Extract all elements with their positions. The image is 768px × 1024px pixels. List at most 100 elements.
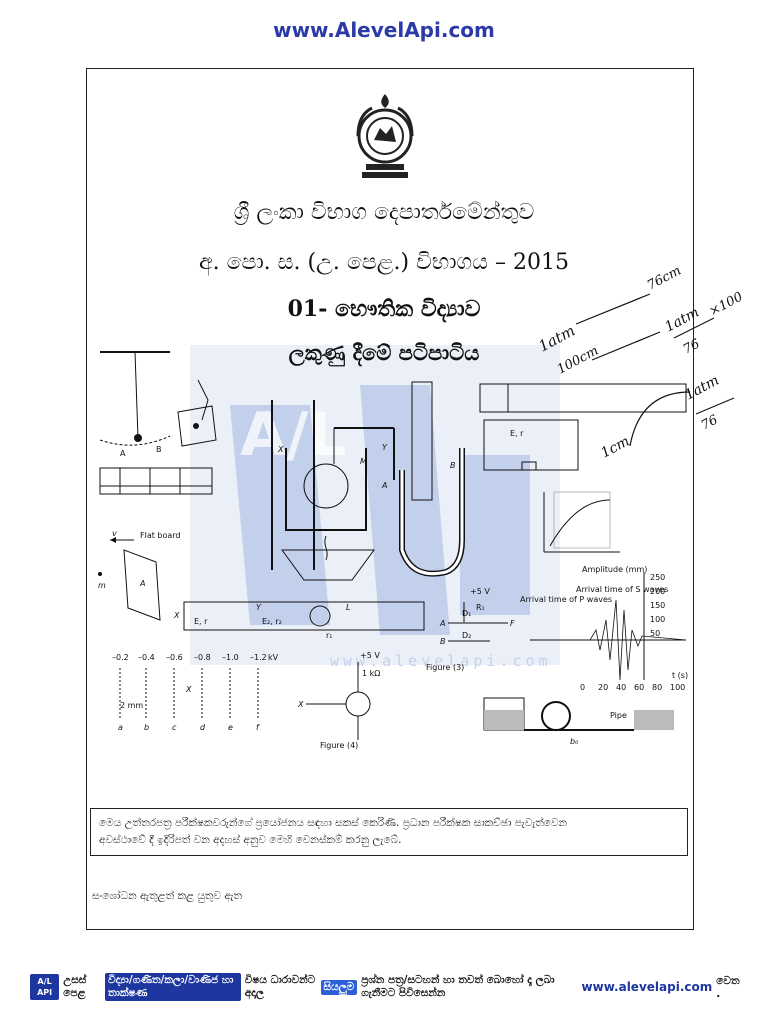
label-x4: X — [297, 700, 304, 709]
site-url[interactable]: www.AlevelApi.com — [273, 18, 495, 42]
label-b: B — [156, 445, 162, 454]
label-x2: X — [173, 611, 180, 620]
pipe-diagram: Pipe b₀ — [483, 697, 674, 746]
label-a4: A — [439, 619, 445, 628]
label-er: E, r — [194, 617, 208, 626]
amp-tick-4: 50 — [650, 629, 660, 638]
label-er-top: E, r — [510, 429, 524, 438]
letter-f: f — [256, 723, 260, 732]
amplitude-label: Amplitude (mm) — [582, 565, 647, 574]
label-y2: Y — [256, 603, 262, 612]
arrival-s: Arrival time of S waves — [576, 585, 668, 594]
two-mm-label: 2 mm — [120, 701, 143, 710]
banner-text-3: විෂය ධාරාවන්ට අදාල — [244, 974, 316, 999]
banner-text-1: උසස් පෙළ — [63, 974, 87, 999]
label-x3: X — [185, 685, 192, 694]
label-b2: B — [450, 461, 456, 470]
banner-text-5: ප්‍රශ්න පත්‍ර/සටහන් හා තවත් බොහෝ දෑ ලබා … — [361, 974, 555, 999]
page-frame — [86, 68, 694, 930]
hw-76-2: 76 — [699, 413, 721, 434]
banner-text-6: වෙත . — [716, 974, 740, 1000]
scale-v1: –0.2 — [112, 653, 129, 662]
d2-label: D₂ — [462, 631, 471, 640]
marking-scheme-title: ලකුණු දීමේ පටිපාටිය — [288, 340, 480, 365]
seismograph-chart: Amplitude (mm) 250 200 150 100 50 Arriva… — [520, 565, 688, 692]
hw-1atm-3: 1atm — [682, 372, 721, 403]
b0-label: b₀ — [570, 737, 579, 746]
arrival-p: Arrival time of P waves — [520, 595, 612, 604]
scale-v3: –0.6 — [166, 653, 183, 662]
time-tick-4: 80 — [652, 683, 662, 692]
subject-title: 01- භෞතික විද්‍යාව — [287, 296, 481, 322]
hw-100cm: 100cm — [555, 343, 601, 377]
meter-ruler-diagram — [99, 467, 213, 495]
circuit-diagram-top: E, r — [479, 383, 687, 471]
figure3-caption: Figure (3) — [426, 663, 464, 672]
letter-c: c — [172, 723, 177, 732]
hw-76cm: 76cm — [645, 263, 684, 293]
flat-board-diagram: v Flat board A m — [98, 529, 181, 621]
label-a2: A — [139, 579, 145, 588]
label-x: X — [277, 445, 284, 454]
one-k-label: 1 kΩ — [362, 669, 380, 678]
hw-76: 76 — [681, 337, 703, 358]
diode-figure3: +5 V R₁ A B D₁ D₂ F Figure (3) — [426, 587, 515, 672]
scale-unit: kV — [268, 653, 279, 662]
letter-d: d — [200, 723, 206, 732]
letter-a: a — [118, 723, 123, 732]
watermark-logo: A/L — [190, 345, 560, 665]
amp-tick-3: 100 — [650, 615, 665, 624]
t-s-label: t (s) — [672, 671, 688, 680]
examiner-note-box: මෙය උත්තරපත්‍ර පරීක්ෂකවරුන්ගේ ප්‍රයෝජනය … — [90, 808, 688, 856]
manometer-diagram: B A — [381, 381, 465, 577]
field-scale-diagram: –0.2 –0.4 –0.6 –0.8 –1.0 –1.2 kV X 2 mm … — [112, 653, 279, 732]
label-f: F — [510, 619, 515, 628]
plus5v-label: +5 V — [360, 651, 380, 660]
label-l: L — [346, 603, 350, 612]
hw-1cm: 1cm — [598, 433, 632, 461]
national-emblem — [356, 94, 414, 178]
d1-label: D₁ — [462, 609, 471, 618]
circuit-diagram-bottom: X E, r Y E₂, r₂ L r₁ — [173, 601, 425, 640]
time-tick-0: 0 — [580, 683, 585, 692]
watermark-url: www.alevelapi.com — [330, 652, 552, 670]
alevelapi-logo: A/L API — [30, 974, 60, 1000]
department-title: ශ්‍රී ලංකා විභාග දෙපාර්තමේන්තුව — [233, 200, 535, 225]
handwritten-annotations: 1atm 76cm 100cm 1atm 76 ×100 1cm 1atm 76 — [535, 263, 746, 461]
inclined-block-diagram — [177, 379, 217, 447]
time-tick-5: 100 — [670, 683, 685, 692]
correction-note: සංශෝධන ඇතුළත් කළ යුතුව ඇත — [92, 890, 242, 902]
label-e2r2: E₂, r₂ — [262, 617, 282, 626]
pendulum-diagram: A B — [99, 351, 171, 458]
label-m2: M — [360, 457, 367, 466]
flat-board-label: Flat board — [140, 531, 181, 540]
logo-top-text: A/L — [37, 977, 52, 986]
note-line-1: මෙය උත්තරපත්‍ර පරීක්ෂකවරුන්ගේ ප්‍රයෝජනය … — [99, 817, 568, 829]
label-b3: B — [440, 637, 446, 646]
scale-v5: –1.0 — [222, 653, 239, 662]
letter-e: e — [228, 723, 233, 732]
amp-tick-0: 250 — [650, 573, 665, 582]
time-tick-2: 40 — [616, 683, 626, 692]
hw-1atm: 1atm — [535, 321, 578, 355]
exam-title: අ. පො. ස. (උ. පෙළ.) විභාගය – 2015 — [199, 250, 569, 275]
amp-tick-2: 150 — [650, 601, 665, 610]
label-a: A — [120, 449, 126, 458]
note-line-2: අවස්ථාවේ දී ඉදිරිපත් වන අදහස් අනුව මෙහි … — [99, 834, 402, 846]
label-y: Y — [382, 443, 388, 452]
logo-bottom-text: API — [37, 988, 53, 997]
pipe-label: Pipe — [610, 711, 627, 720]
banner-url[interactable]: www.alevelapi.com — [581, 980, 713, 994]
figure4-caption: Figure (4) — [320, 741, 358, 750]
svg-text:A/L: A/L — [240, 400, 347, 470]
r1-label: R₁ — [476, 603, 485, 612]
banner-highlight-streams: විද්‍යා/ගණිත/කලා/වාණිජ හා තාක්ෂණ — [105, 973, 241, 1001]
plus5v-label-2: +5 V — [470, 587, 490, 596]
heating-apparatus-diagram: X Y M — [271, 400, 395, 581]
hw-1atm-2: 1atm — [662, 304, 701, 335]
hw-x100: ×100 — [707, 290, 746, 320]
scale-v2: –0.4 — [138, 653, 155, 662]
label-v: v — [112, 529, 117, 538]
bottom-banner: A/L API උසස් පෙළ විද්‍යා/ගණිත/කලා/වාණිජ … — [30, 973, 740, 1001]
label-m: m — [98, 581, 106, 590]
